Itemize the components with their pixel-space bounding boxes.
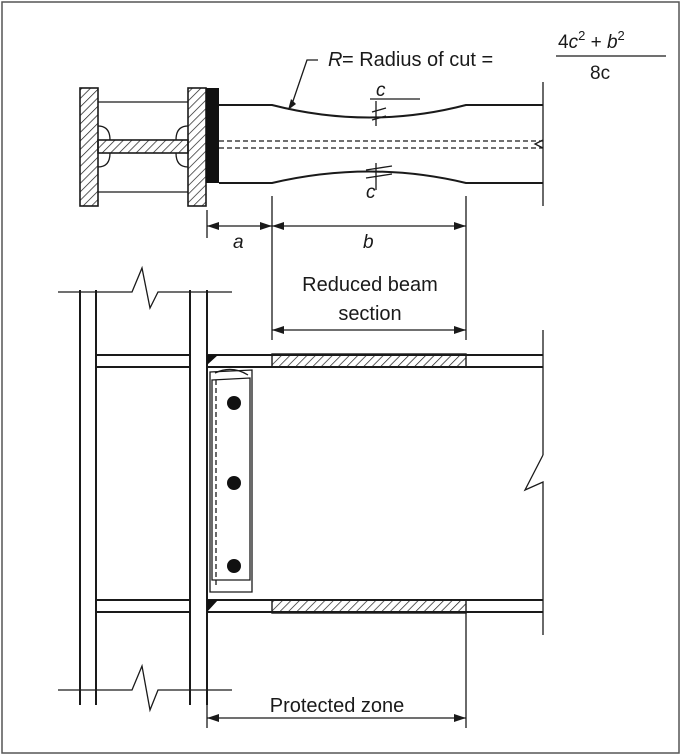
- protected-zone-dimension: [206, 612, 467, 728]
- svg-text:a: a: [233, 232, 244, 253]
- cut-depth-bottom: c: [365, 163, 393, 203]
- beam-elevation: [207, 330, 544, 635]
- cjp-weld: [206, 88, 219, 183]
- rbs-dimension: [272, 326, 466, 334]
- weld-bottom: [207, 600, 218, 612]
- column-flange-left: [79, 87, 99, 207]
- bolt-3: [227, 559, 241, 573]
- shear-tab: [209, 368, 253, 593]
- svg-text:c: c: [366, 182, 376, 203]
- svg-text:4c2 + b2: 4c2 + b2: [558, 28, 625, 53]
- column-section-plan: [79, 87, 219, 207]
- column-flange-right: [187, 87, 207, 207]
- weld-top: [207, 355, 218, 365]
- cut-depth-top: c: [370, 80, 420, 126]
- radius-leader: [291, 59, 318, 105]
- dimension-a: a: [206, 196, 273, 340]
- column-elevation: [58, 265, 232, 713]
- rbs-zone-bottom: [271, 599, 467, 614]
- svg-text:c: c: [376, 80, 386, 101]
- protected-zone-label: Protected zone: [270, 695, 405, 717]
- radius-symbol: R: [328, 49, 342, 71]
- rbs-label-line2: section: [338, 303, 401, 325]
- bolt-1: [227, 396, 241, 410]
- rbs-label-line1: Reduced beam: [302, 274, 438, 296]
- column-web: [97, 139, 189, 154]
- bolt-2: [227, 476, 241, 490]
- radius-label: = Radius of cut =: [342, 49, 493, 71]
- formula-denominator: 8c: [590, 63, 610, 84]
- dimension-b: b: [272, 196, 467, 340]
- svg-text:b: b: [363, 232, 374, 253]
- rbs-zone-top: [271, 353, 467, 368]
- beam-flange-plan: [219, 82, 544, 206]
- radius-formula: 4c2 + b2 8c: [556, 28, 666, 84]
